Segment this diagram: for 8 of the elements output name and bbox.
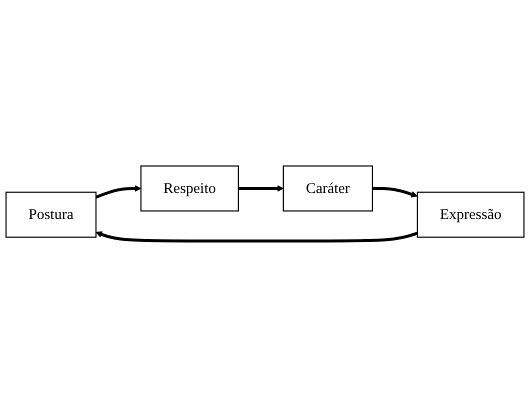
arrow [95, 184, 142, 198]
arrow [238, 184, 284, 192]
arrow [372, 186, 418, 197]
node-box: Postura [5, 191, 97, 238]
node-box: Respeito [140, 164, 239, 212]
node-box: Caráter [282, 164, 373, 212]
arrow [96, 230, 418, 242]
node-box: Expressão [416, 191, 525, 238]
